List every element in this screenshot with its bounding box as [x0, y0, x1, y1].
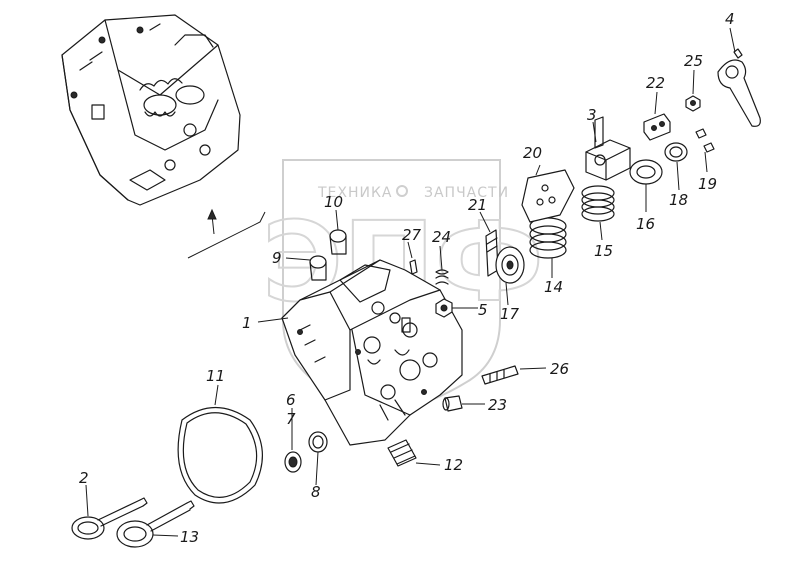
callout-22: 22: [646, 74, 665, 92]
callout-20: 20: [523, 144, 542, 162]
callout-9: 9: [272, 249, 282, 267]
callout-10: 10: [324, 193, 343, 211]
part-24-spring: [435, 269, 449, 285]
part-7-seal: [284, 451, 302, 473]
part-15-valve-spring: [581, 185, 615, 222]
part-12-insert: [387, 439, 417, 467]
callout-18: 18: [669, 191, 688, 209]
callout-26: 26: [550, 360, 569, 378]
callout-15: 15: [594, 242, 613, 260]
part-16-spring-seat: [629, 159, 663, 185]
callout-3: 3: [587, 106, 597, 124]
callout-4: 4: [725, 10, 735, 28]
part-20-bracket: [521, 169, 575, 223]
part-18-cap: [664, 142, 688, 162]
callout-11: 11: [206, 367, 225, 385]
part-13-valve: [116, 500, 195, 548]
part-25-nut: [685, 95, 701, 112]
assembled-head-inset: [61, 14, 241, 206]
part-5-nut: [435, 298, 453, 318]
watermark-text-left: ТЕХНИКА: [317, 185, 393, 201]
watermark-gear-icon: [396, 185, 408, 197]
callout-8: 8: [311, 483, 321, 501]
direction-arrow: [187, 208, 266, 259]
callout-6: 6: [286, 391, 296, 409]
part-17-rotator: [495, 246, 525, 284]
callout-23: 23: [488, 396, 507, 414]
watermark-text-right: ЗАПЧАСТИ: [424, 185, 509, 201]
part-22-shaft: [643, 113, 671, 141]
part-4-rocker-arm: [717, 48, 761, 127]
part-3-rocker-support: [585, 116, 631, 181]
part-19-keepers: [695, 128, 715, 153]
callout-17: 17: [500, 305, 520, 323]
callout-27: 27: [402, 226, 422, 244]
part-27-pin: [409, 259, 418, 275]
callout-24: 24: [432, 228, 451, 246]
callout-12: 12: [444, 456, 463, 474]
part-9-valve-guide: [309, 255, 327, 281]
part-23-plug: [442, 395, 463, 412]
part-2-valve: [71, 497, 148, 540]
part-26-stud: [481, 365, 519, 385]
leader-lines: [85, 27, 736, 537]
callout-2: 2: [79, 469, 89, 487]
callout-7: 7: [286, 410, 296, 428]
callout-1: 1: [242, 314, 252, 332]
callout-16: 16: [636, 215, 655, 233]
part-8-washer: [308, 431, 328, 453]
part-11-gasket-ring: [177, 407, 264, 504]
callout-19: 19: [698, 175, 717, 193]
callout-5: 5: [478, 301, 488, 319]
part-1-cylinder-head: [281, 259, 463, 446]
callout-labels: 1 2 3 4 5 6 7 8 9 10 11 12 13 14 15 16 1…: [79, 10, 735, 546]
callout-25: 25: [684, 52, 703, 70]
callout-21: 21: [468, 196, 487, 214]
callout-14: 14: [544, 278, 563, 296]
part-14-valve-spring: [529, 217, 567, 259]
callout-13: 13: [180, 528, 199, 546]
